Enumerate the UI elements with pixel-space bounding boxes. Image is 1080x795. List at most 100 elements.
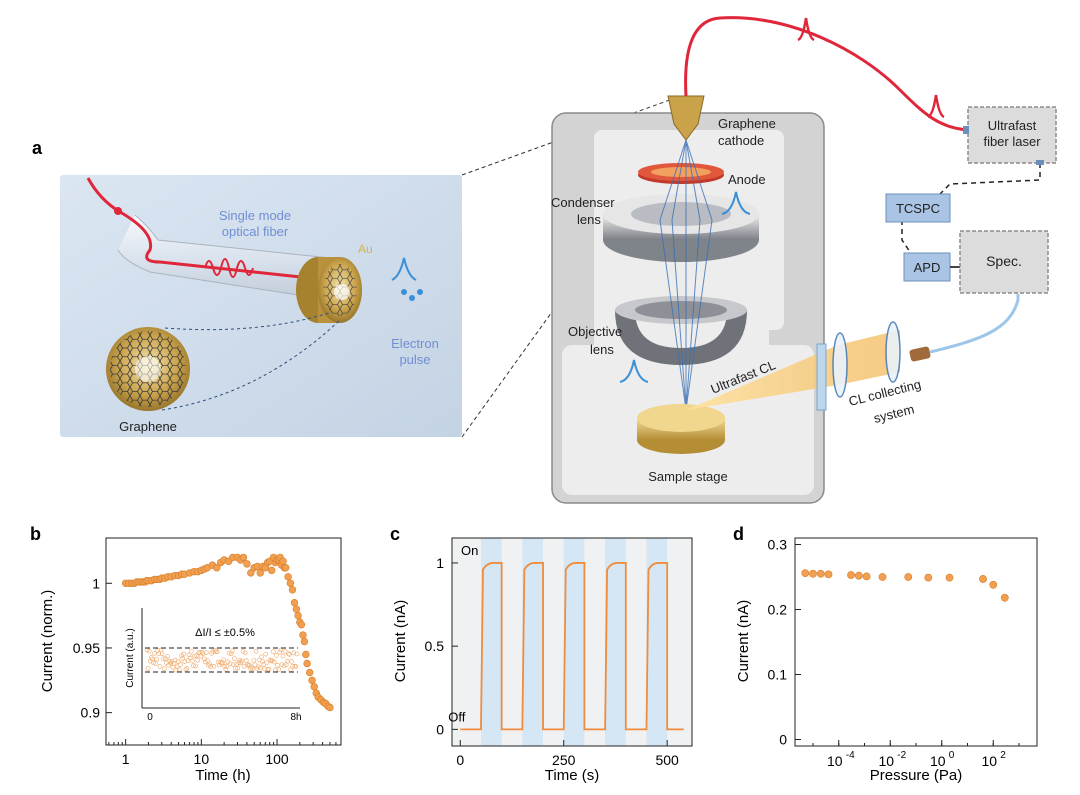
inset-point [184,666,190,671]
chart-d-xtick-label: 10 [981,753,997,769]
microscope-chamber [551,95,931,504]
chart-d-xtick-exponent: 0 [949,750,955,761]
inset-point [160,656,166,662]
chart-d-xtick-exponent: -2 [897,750,906,761]
chart-b-point [302,650,310,659]
inset-point [235,665,240,671]
inset-point [239,658,245,664]
inset-point [182,659,188,664]
inset-point [259,654,264,660]
graphene-label: Graphene [119,419,177,434]
inset-point [205,658,210,663]
chart-d-point [816,569,825,578]
inset-point [287,652,292,657]
inset-point [290,663,296,669]
chart-c-off-label: Off [448,709,465,724]
inset-point [270,649,276,655]
inset-point [208,664,214,669]
chart-b-point [290,598,299,607]
chart-c-on-band [522,538,544,746]
chart-c-on-band [605,538,626,746]
inset-point [178,662,183,667]
electron-pulse-label-2: pulse [399,352,430,367]
inset-point [154,656,160,662]
chart-d-point [878,573,887,581]
inset-point [228,651,234,657]
chart-d-point [945,573,954,582]
chart-b-point [281,564,290,572]
inset-point [237,657,243,663]
chart-b-inset: 0 8h Current (a.u.) ΔI/I ≤ ±0.5% [125,608,302,723]
inset-point [191,663,196,669]
inset-point [250,666,256,672]
chart-c-on-band [563,538,585,746]
inset-point [200,651,206,657]
laser-fiber [684,16,1041,354]
chart-c-ytick-label: 0 [436,721,444,737]
chart-b-point [243,560,251,568]
inset-point [153,661,158,666]
inset-point [145,666,151,671]
inset-point [280,653,286,659]
panel-label-b: b [30,524,41,544]
inset-point [192,653,197,659]
chart-d-point [979,575,987,583]
sample-stage-label: Sample stage [648,469,728,484]
chart-d-ytick-label: 0.1 [768,667,788,683]
inset-xtick-8h: 8h [290,712,301,723]
panel-label-a: a [32,138,43,158]
chart-c-on-label: On [461,543,478,558]
chart-c-xlabel: Time (s) [545,767,599,784]
inset-point [207,661,212,667]
electron-pulse-label-1: Electron [391,336,439,351]
chart-b-point [256,569,264,577]
inset-point [271,659,277,665]
inset-point [157,664,163,669]
chart-d-xtick-label: 10 [827,753,843,769]
chart-d-ylabel: Current (nA) [735,600,752,683]
spec-box [959,230,1049,294]
chart-d-point [847,571,855,579]
inset-xtick-0: 0 [147,712,153,723]
cathode-label-2: cathode [718,133,764,148]
chart-d-point [989,580,998,589]
inset-point [211,663,217,669]
chart-b-ytick-label: 1 [92,575,100,591]
inset-point [262,666,267,672]
chart-b-point [284,573,292,581]
chart-b-xlabel: Time (h) [195,767,250,784]
inset-point [161,666,167,671]
inset-point [204,650,209,655]
chart-b-xtick-label: 100 [265,751,289,767]
inset-point [156,651,162,656]
inset-point [180,656,185,661]
chart-d-point [1000,593,1009,602]
chart-b-point [286,579,295,587]
inset-point [282,648,288,654]
inset-point [151,660,156,665]
chart-b-ytick-label: 0.95 [73,640,100,656]
inset-point [245,662,250,668]
inset-point [155,648,161,653]
inset-point [283,662,289,667]
inset-point [188,648,194,654]
chart-c-series-line [460,562,684,731]
inset-point [274,653,279,658]
condenser-label-2: lens [577,212,601,227]
chart-d-xtick-exponent: -4 [846,750,855,761]
chart-c-on-band [646,538,668,746]
inset-point [221,657,226,663]
inset-point [251,657,257,663]
inset-point [264,660,270,666]
chart-d-ytick-label: 0.2 [768,602,788,618]
chart-b-point [267,566,276,575]
inset-point [218,659,223,665]
laser-label-2: fiber laser [983,134,1041,149]
inset-point [232,656,237,661]
tcspc-box [885,193,951,223]
chart-b-xtick-label: 10 [194,751,210,767]
chart-b-point [300,637,309,646]
chart-d-point [854,571,863,580]
chart-b-point [310,683,318,691]
